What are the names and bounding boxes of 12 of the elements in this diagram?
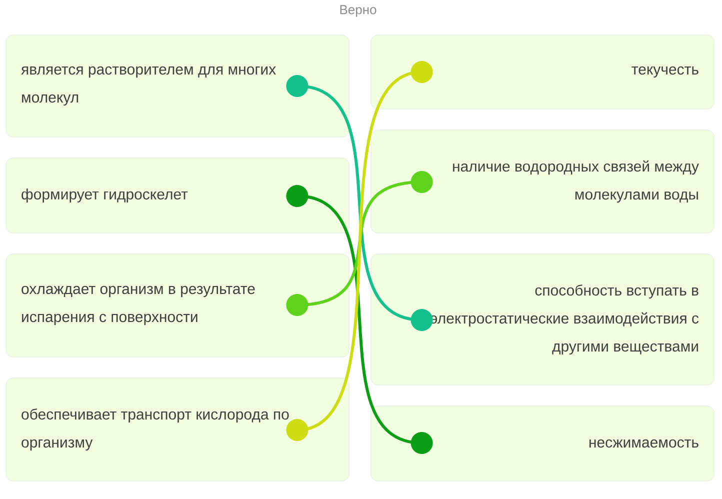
answer-card: обеспечивает транспорт кислорода по организму [6,378,350,482]
answer-card: наличие водородных связей между молекулами воды [370,130,714,234]
answer-card: формирует гидроскелет [6,158,350,234]
answer-card: охлаждает организм в результате испарения с поверхности [6,254,350,358]
connector-line [286,75,433,331]
answer-card: является растворителем для многих молекул [6,34,350,138]
status-text: Верно [340,5,376,17]
connector-line [286,61,433,441]
answer-card: текучесть [370,34,714,110]
connector-line [286,185,433,454]
connector-line [286,171,433,316]
answer-card: несжимаемость [370,406,714,482]
